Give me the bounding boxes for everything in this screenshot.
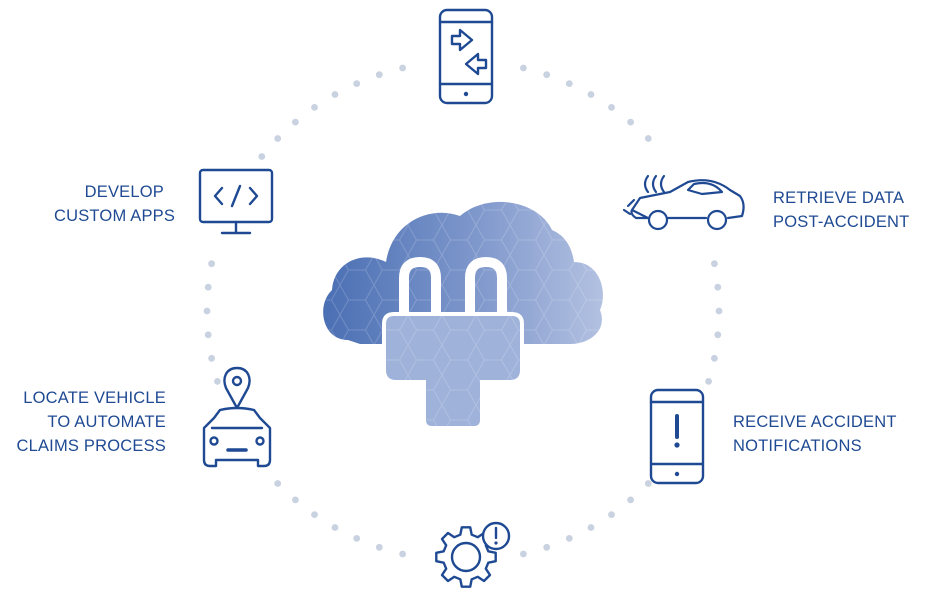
orbit-dot — [587, 524, 595, 531]
orbit-dot — [311, 511, 318, 518]
orbit-dot — [331, 524, 339, 531]
orbit-dot — [711, 354, 718, 362]
orbit-dot — [399, 550, 406, 558]
orbit-dot — [292, 118, 299, 126]
receive-notifications-label: RECEIVE ACCIDENT NOTIFICATIONS — [733, 410, 897, 458]
cloud-plug-icon — [323, 201, 603, 430]
orbit-dot — [565, 80, 573, 87]
dotted-orbit-ring — [203, 64, 723, 558]
monitor-code-icon — [198, 168, 274, 235]
orbit-dot — [204, 283, 212, 291]
label-line: RETRIEVE DATA — [773, 189, 905, 207]
orbit-dot — [520, 64, 527, 72]
orbit-dot — [258, 153, 266, 160]
locate-vehicle-label: LOCATE VEHICLE TO AUTOMATE CLAIMS PROCES… — [6, 386, 166, 458]
develop-custom-apps-label: DEVELOP CUSTOM APPS — [54, 180, 176, 228]
orbit-dot — [375, 543, 383, 551]
orbit-dot — [608, 511, 615, 518]
label-line: DEVELOP — [84, 183, 164, 201]
crashed-car-icon — [622, 174, 745, 231]
phone-alert-icon — [649, 388, 705, 485]
orbit-dot — [311, 104, 318, 111]
orbit-dot — [714, 331, 722, 339]
label-line: RECEIVE ACCIDENT — [733, 413, 897, 431]
orbit-dot — [715, 307, 723, 315]
orbit-dot — [644, 135, 652, 142]
orbit-dot — [331, 91, 339, 98]
orbit-dot — [644, 480, 652, 487]
orbit-dot — [565, 535, 573, 542]
orbit-dot — [274, 135, 282, 142]
orbit-dot — [543, 543, 551, 551]
orbit-dot — [587, 91, 595, 98]
orbit-dot — [214, 378, 221, 385]
orbit-dot — [292, 496, 299, 504]
label-line: CUSTOM APPS — [54, 207, 176, 225]
orbit-dot — [208, 260, 216, 268]
orbit-dot — [399, 64, 406, 72]
orbit-dot — [520, 550, 527, 558]
phone-transfer-icon — [438, 8, 494, 105]
car-location-icon — [202, 366, 272, 468]
orbit-dot — [705, 378, 712, 385]
gear-alert-icon — [435, 521, 511, 588]
orbit-dot — [203, 307, 211, 315]
orbit-dot — [714, 283, 722, 291]
label-line: POST-ACCIDENT — [773, 213, 910, 231]
orbit-dot — [608, 104, 615, 111]
retrieve-data-label: RETRIEVE DATA POST-ACCIDENT — [773, 186, 909, 234]
orbit-dot — [204, 331, 212, 339]
orbit-dot — [543, 71, 551, 79]
orbit-dot — [627, 118, 634, 126]
orbit-dot — [375, 71, 383, 79]
orbit-dot — [353, 535, 361, 542]
plug-prongs — [399, 256, 507, 333]
label-line: TO AUTOMATE — [47, 413, 166, 431]
orbit-dot — [208, 354, 216, 362]
orbit-dot — [627, 496, 634, 504]
label-line: LOCATE VEHICLE — [23, 389, 166, 407]
label-line: NOTIFICATIONS — [733, 437, 862, 455]
orbit-dot — [353, 80, 361, 87]
label-line: CLAIMS PROCESS — [16, 437, 166, 455]
orbit-dot — [711, 260, 718, 268]
orbit-dot — [274, 480, 282, 487]
